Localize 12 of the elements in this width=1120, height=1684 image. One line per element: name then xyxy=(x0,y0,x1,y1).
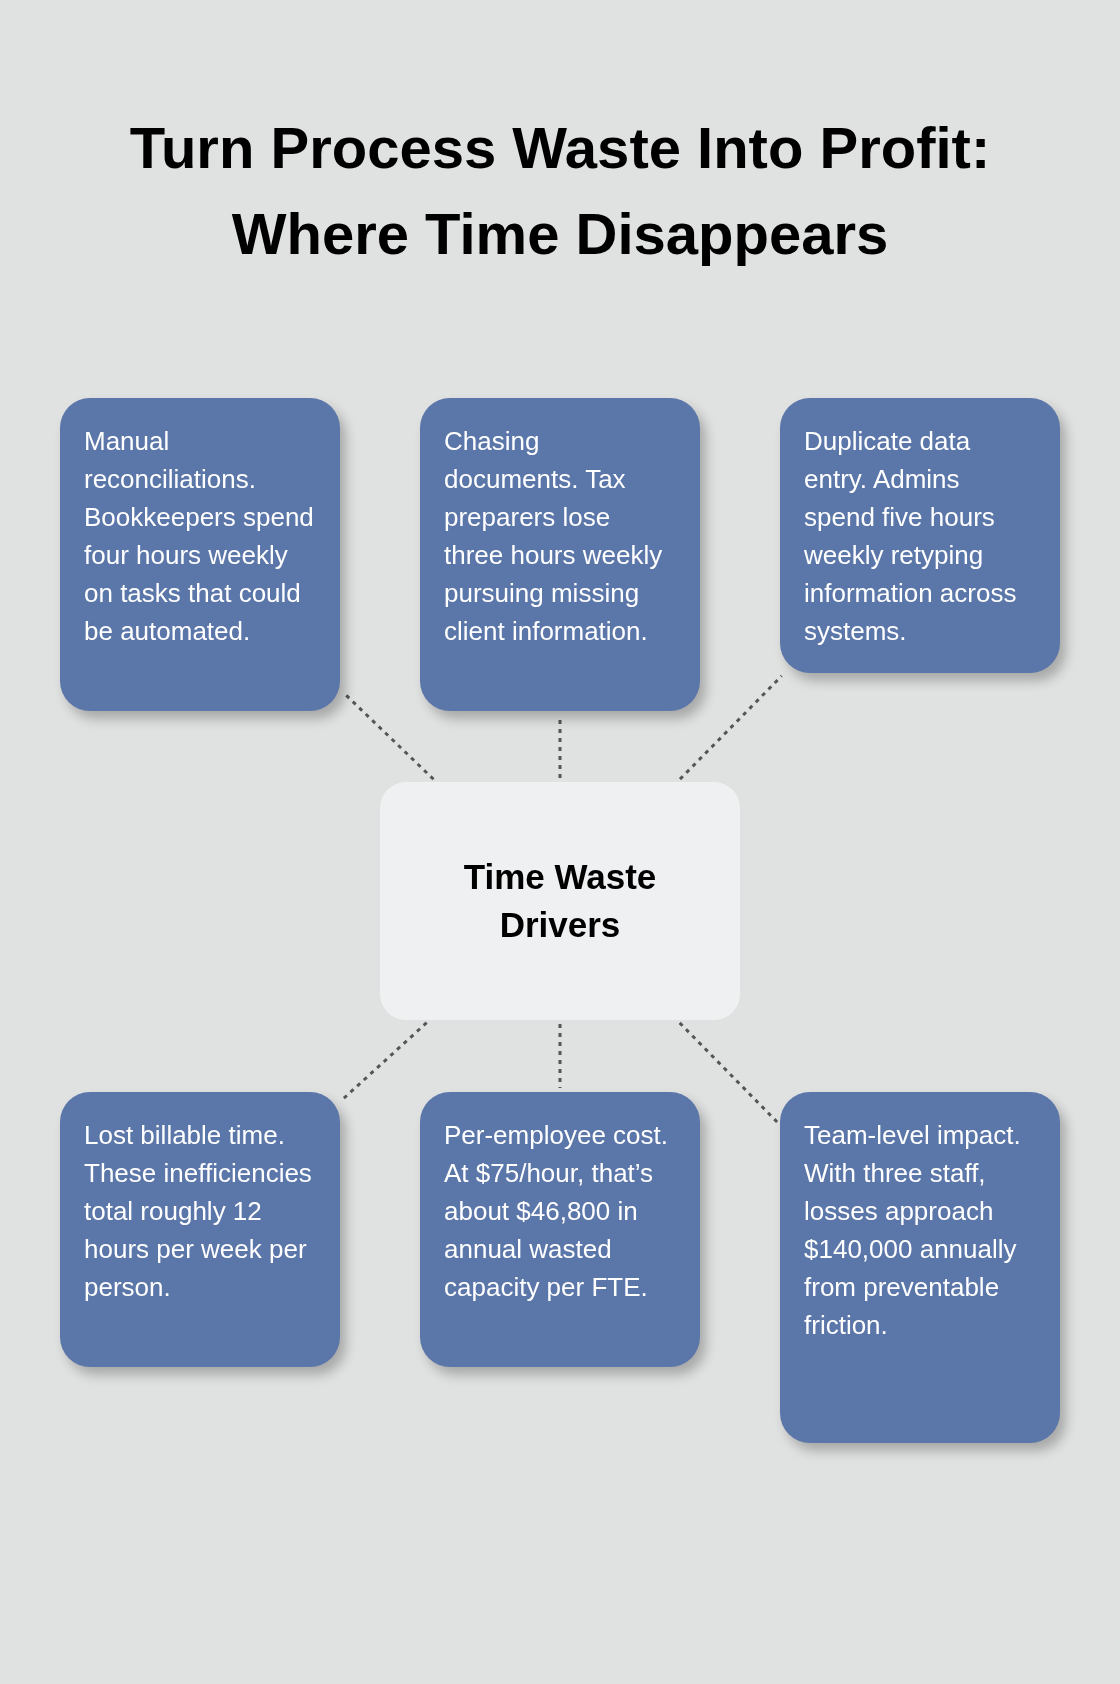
dashed-connector xyxy=(678,1021,779,1124)
dashed-connector xyxy=(558,1024,562,1088)
title: Turn Process Waste Into Profit: Where Time Disappears xyxy=(128,114,992,268)
info-card: Team-level impact. With three staff, losses approach $140,000 annually from preventable friction. xyxy=(780,1092,1060,1443)
info-card: Manual reconciliations. Bookkeepers spend four hours weekly on tasks that could be automated. xyxy=(60,398,340,711)
info-card: Duplicate data entry. Admins spend five hours weekly retyping information across systems. xyxy=(780,398,1060,673)
info-card: Chasing documents. Tax preparers lose three hours weekly pursuing missing client information. xyxy=(420,398,700,711)
central-box: Time Waste Drivers xyxy=(380,782,740,1020)
dashed-connector xyxy=(678,674,783,781)
dashed-connector xyxy=(341,1021,428,1101)
info-card: Per-employee cost. At $75/hour, that’s about $46,800 in annual wasted capacity per FTE. xyxy=(420,1092,700,1367)
info-card: Lost billable time. These inefficiencies total roughly 12 hours per week per person. xyxy=(60,1092,340,1367)
